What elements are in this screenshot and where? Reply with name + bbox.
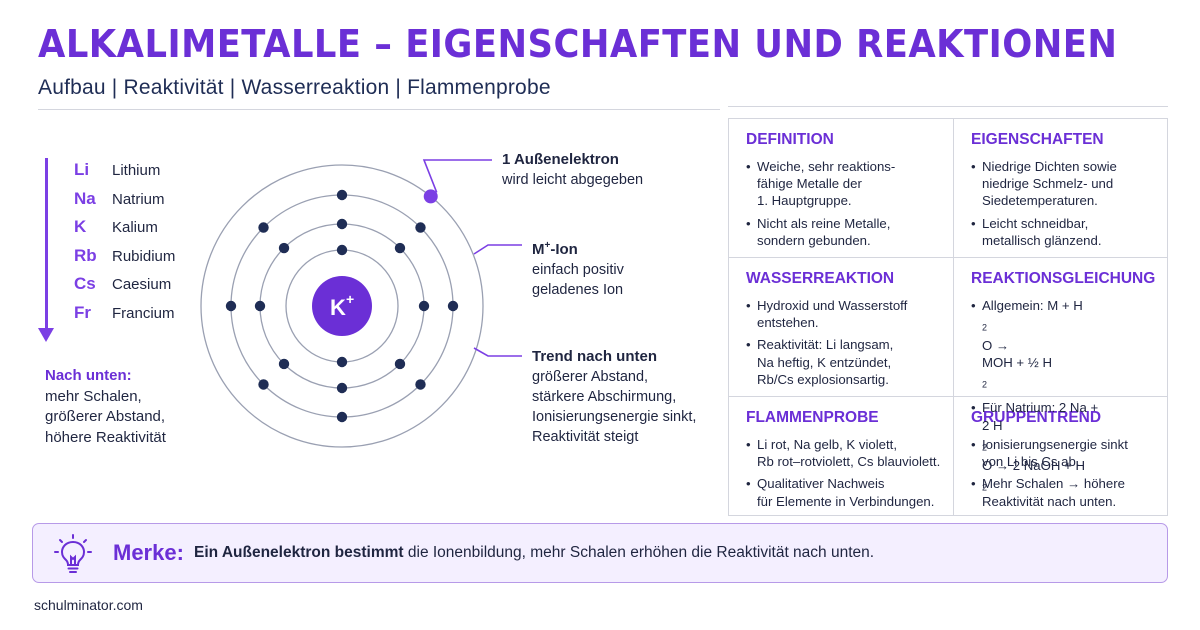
electron: [278, 242, 290, 254]
electron: [394, 358, 406, 370]
callout-line: wird leicht abgegeben: [502, 172, 644, 188]
callout-line: einfach positiv: [532, 262, 624, 278]
card-bullet: Li rot, Na gelb, K violett,Rb rot–rotvio…: [746, 436, 940, 470]
callout-title: 1 Außenelektron: [502, 151, 619, 168]
merke-text-rest: die Ionenbildung, mehr Schalen erhöhen d…: [403, 544, 875, 561]
card-heading: FLAMMENPROBE: [746, 409, 879, 426]
merke-box: Merke: Ein Außenelektron bestimmt die Io…: [32, 523, 1168, 583]
card-heading: WASSERREAKTION: [746, 270, 895, 287]
outer-electron: [423, 189, 438, 204]
electron: [394, 242, 406, 254]
leader-outer-electron: [422, 159, 492, 193]
divider-right: [728, 106, 1168, 107]
card-heading: DEFINITION: [746, 131, 834, 148]
card-flammenprobe: FLAMMENPROBE Li rot, Na gelb, K violett,…: [729, 397, 954, 515]
card-heading: EIGENSCHAFTEN: [971, 131, 1104, 148]
leader-ion: [473, 244, 522, 255]
callout-trend: Trend nach unten größerer Abstand, stärk…: [532, 347, 696, 447]
merke-label: Merke:: [113, 540, 184, 565]
electron: [447, 300, 459, 312]
lightbulb-icon: [54, 534, 92, 573]
nucleus: [312, 276, 372, 336]
element-symbol: Li: [74, 160, 90, 179]
callout-outer-electron: 1 Außenelektron wird leicht abgegeben: [502, 150, 643, 190]
leader-trend: [473, 347, 522, 357]
trend-arrow-line: [45, 158, 48, 332]
card-bullet: Leicht schneidbar,metallisch glänzend.: [971, 215, 1154, 249]
card-reaktionsgleichung: REAKTIONSGLEICHUNG Allgemein: M + H2O → …: [954, 258, 1168, 492]
trend-note: Nach unten: mehr Schalen, größerer Absta…: [45, 366, 166, 448]
divider-left: [38, 109, 720, 110]
trend-note-heading: Nach unten:: [45, 367, 132, 384]
callout-title: Trend nach unten: [532, 348, 658, 365]
element-name: Lithium: [112, 162, 161, 179]
element-symbol: K: [74, 217, 87, 236]
electron: [415, 379, 426, 390]
element-name: Caesium: [112, 276, 172, 293]
element-symbol: Na: [74, 188, 96, 208]
trend-note-line: größerer Abstand,: [45, 408, 166, 425]
callout-ion: M+-Ion einfach positiv geladenes Ion: [532, 236, 624, 300]
info-grid: DEFINITION Weiche, sehr reaktions-fähige…: [728, 118, 1168, 516]
callout-title-main: M: [532, 241, 545, 258]
callout-line: Reaktivität steigt: [532, 429, 639, 445]
footer-brand: schulminator.com: [34, 597, 143, 613]
electron: [278, 358, 290, 370]
card-definition: DEFINITION Weiche, sehr reaktions-fähige…: [729, 119, 954, 258]
atom-diagram: K +: [200, 159, 522, 448]
element-name: Natrium: [112, 190, 165, 208]
electron: [336, 411, 348, 423]
element-symbol: Cs: [74, 274, 96, 293]
card-bullet: Weiche, sehr reaktions-fähige Metalle de…: [746, 158, 939, 210]
card-bullet: Reaktivität: Li langsam,Na heftig, K ent…: [746, 336, 939, 388]
nucleus-label: K: [330, 295, 346, 320]
card-bullet: Allgemein: M + H2O → MOH + ½ H2: [971, 297, 1154, 394]
callout-line: Ionisierungsenergie sinkt,: [532, 409, 697, 425]
callout-leader-lines: [422, 159, 522, 357]
card-eigenschaften: EIGENSCHAFTEN Niedrige Dichten sowienied…: [954, 119, 1168, 258]
merke-text: Ein Außenelektron bestimmt die Ionenbild…: [194, 544, 874, 562]
merke-text-bold: Ein Außenelektron bestimmt: [194, 544, 404, 561]
electron: [336, 189, 348, 201]
element-symbol: Rb: [74, 245, 97, 265]
electron: [225, 300, 237, 312]
electron: [336, 218, 348, 230]
electron: [258, 379, 269, 390]
electron: [258, 222, 269, 233]
nucleus-charge: +: [346, 291, 354, 307]
card-wasserreaktion: WASSERREAKTION Hydroxid und Wasserstoffe…: [729, 258, 954, 397]
element-name: Kalium: [112, 219, 158, 236]
electron: [418, 300, 430, 312]
electron: [254, 300, 266, 312]
element-name: Francium: [112, 304, 175, 322]
electron: [336, 356, 348, 368]
electron: [415, 222, 426, 233]
callout-title: M+-Ion: [532, 236, 624, 260]
electrons: [225, 189, 459, 423]
callout-title-sup: +: [544, 240, 551, 251]
element-symbol: Fr: [74, 302, 91, 322]
callout-title-rest: -Ion: [550, 241, 578, 258]
page-subtitle: Aufbau | Reaktivität | Wasserreaktion | …: [38, 76, 551, 99]
page-title: ALKALIMETALLE – EIGENSCHAFTEN UND REAKTI…: [38, 22, 1118, 66]
trend-note-line: höhere Reaktivität: [45, 428, 166, 446]
electron: [336, 244, 348, 256]
callout-line: stärkere Abschirmung,: [532, 389, 677, 405]
callout-line: geladenes Ion: [532, 282, 624, 298]
element-name: Rubidium: [112, 247, 176, 265]
down-arrow-icon: [38, 328, 54, 342]
callout-line: größerer Abstand,: [532, 369, 649, 385]
card-bullet: Nicht als reine Metalle,sondern gebunden…: [746, 215, 939, 249]
shell-4: [200, 164, 484, 448]
card-heading: REAKTIONSGLEICHUNG: [971, 270, 1156, 287]
trend-note-line: mehr Schalen,: [45, 387, 142, 405]
electron: [336, 382, 348, 394]
